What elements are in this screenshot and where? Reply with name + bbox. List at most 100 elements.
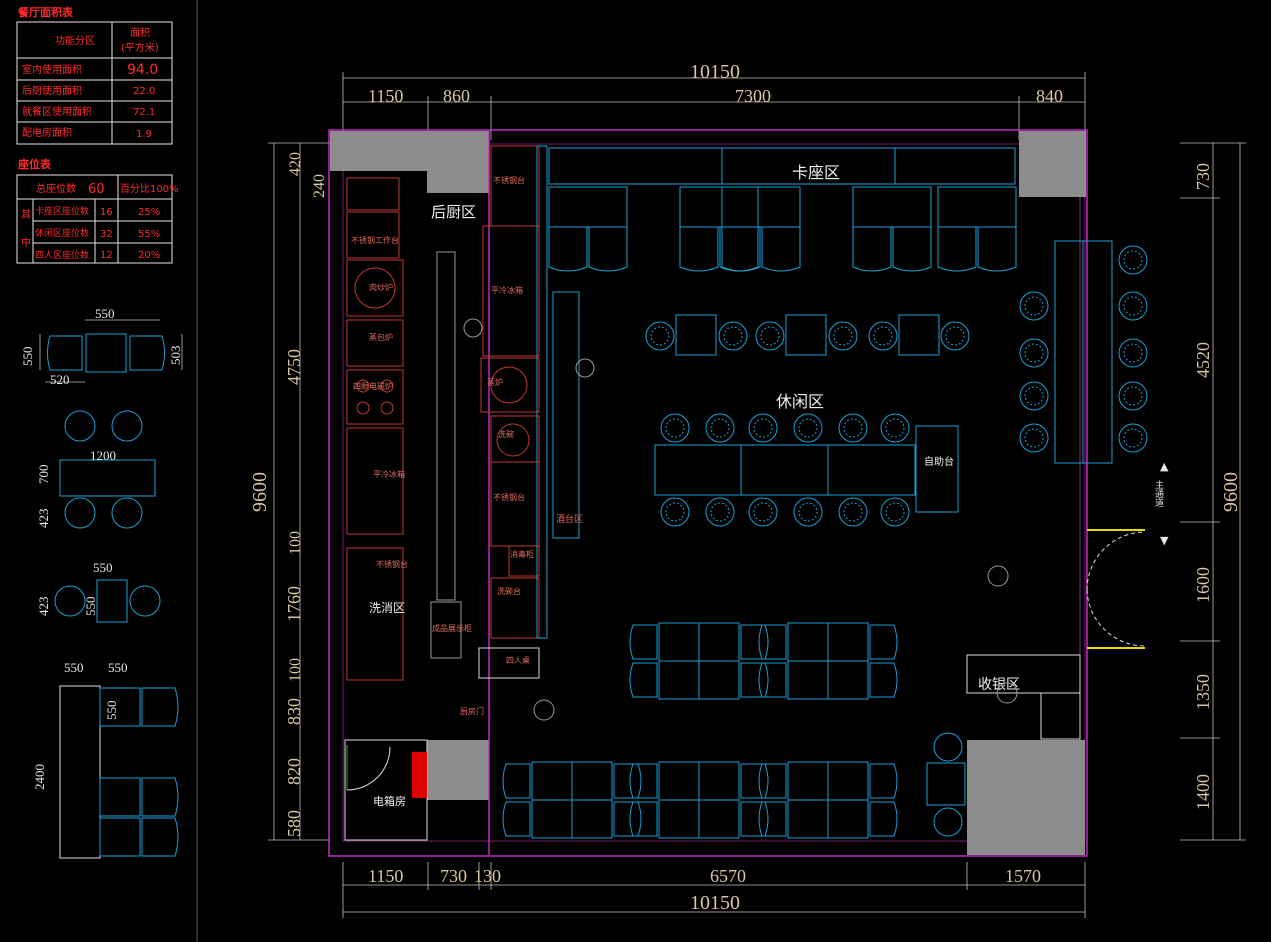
legend-stool <box>111 410 143 442</box>
stool <box>793 413 823 443</box>
kitchen-counter <box>346 211 400 259</box>
kitchen-counter <box>490 145 540 227</box>
legend-table <box>99 687 141 727</box>
fridge <box>482 225 540 357</box>
person-icon <box>463 318 483 338</box>
legend-dim: 550 <box>64 660 84 675</box>
chair <box>679 226 719 272</box>
chair <box>548 226 588 272</box>
stool <box>748 497 778 527</box>
sterilizer <box>508 545 540 577</box>
equip-label: 平冷冰箱 <box>373 469 405 479</box>
dimension-bottom: 1150 730 130 6570 1570 10150 <box>342 862 1086 918</box>
entrance[interactable]: ▲ ▼ 主通道 <box>1086 460 1169 649</box>
stool-pattern <box>1024 428 1044 448</box>
equip-label: 厨房门 <box>460 706 484 716</box>
seat-row-count: 16 <box>100 207 113 218</box>
legend-table <box>59 459 156 497</box>
area-row-value: 22.0 <box>133 86 155 97</box>
column <box>427 740 489 800</box>
electrical-panel <box>412 752 427 798</box>
zone-label-booth: 卡座区 <box>792 163 840 182</box>
bar-area: 酒台区 <box>536 145 583 639</box>
stool <box>1019 423 1049 453</box>
stool-pattern <box>753 418 773 438</box>
legend-table <box>96 579 128 623</box>
legend-chair <box>141 777 179 817</box>
seat-side-label: 中 <box>21 236 31 249</box>
dimension-right: 730 4520 1600 1350 1400 9600 <box>1180 142 1246 841</box>
zone-label-bar: 酒台区 <box>556 513 583 525</box>
legend-dim: 550 <box>93 560 113 575</box>
zone-label-power-room: 电箱房 <box>373 794 406 808</box>
chair <box>613 801 642 837</box>
stool-pattern <box>760 326 780 346</box>
dim-top: 7300 <box>735 86 771 106</box>
stool-pattern <box>1024 386 1044 406</box>
induction-cooker <box>346 369 404 425</box>
chair <box>758 801 787 837</box>
area-header-unit: (平方米) <box>121 41 159 54</box>
chair <box>758 662 787 698</box>
stool <box>1118 291 1148 321</box>
dim-bottom-total: 10150 <box>690 892 740 914</box>
legend-dim: 423 <box>36 597 51 617</box>
stool-pattern <box>1123 428 1143 448</box>
legend-stool <box>54 585 86 617</box>
self-service-counter <box>915 425 959 513</box>
column <box>427 131 489 193</box>
stool-pattern <box>873 326 893 346</box>
equip-label: 不锈钢台 <box>376 559 408 569</box>
stool-pattern <box>1123 343 1143 363</box>
dim-left: 100 <box>287 531 304 555</box>
chair <box>502 801 531 837</box>
legend-two-stool: 550 423 550 <box>36 560 161 623</box>
dim-left: 4750 <box>284 349 304 385</box>
steam-oven <box>490 415 540 463</box>
stool <box>748 413 778 443</box>
chair <box>629 662 658 698</box>
zone-label-kitchen: 后厨区 <box>431 203 476 221</box>
dimension-top: 10150 1150 860 7300 840 <box>342 61 1086 140</box>
legend-stool <box>64 497 96 529</box>
fridge <box>346 427 404 535</box>
person-icon <box>575 358 595 378</box>
counter <box>478 647 540 679</box>
arrow-down-icon: ▼ <box>1160 534 1169 547</box>
seat-side-label: 其 <box>21 209 31 221</box>
seat-table-title: 座位表 <box>17 157 52 171</box>
area-table: 餐厅面积表 功能分区 面积 (平方米) 室内使用面积 94.0 后厨使用面积 2… <box>16 5 173 145</box>
dim-top: 1150 <box>368 86 403 106</box>
stool-pattern <box>1024 296 1044 316</box>
dimension-left: 9600 420 240 4750 100 1760 100 830 820 5… <box>249 142 330 841</box>
booth-table <box>679 186 759 228</box>
area-header-func: 功能分区 <box>55 34 95 47</box>
stool <box>1019 338 1049 368</box>
kitchen-counter <box>346 177 400 211</box>
bar-counter <box>552 291 580 539</box>
booth-bench <box>548 147 1016 185</box>
long-table <box>654 444 916 496</box>
window-bar <box>1019 240 1148 464</box>
dim-right: 730 <box>1193 163 1213 190</box>
stool <box>1118 423 1148 453</box>
legend-two-seat: 550 550 503 520 <box>20 306 183 387</box>
stool <box>718 321 748 351</box>
stool-pattern <box>665 502 685 522</box>
stool <box>1118 381 1148 411</box>
dim-top: 860 <box>443 86 470 106</box>
seat-row-count: 32 <box>100 229 113 240</box>
area-row-name: 后厨使用面积 <box>22 84 82 97</box>
chair <box>758 763 787 799</box>
seat-pct-label: 百分比100% <box>120 183 179 195</box>
dim-bottom: 1150 <box>368 866 403 886</box>
chair <box>719 226 759 272</box>
person-icon <box>533 699 555 721</box>
legend-booth: 550 550 2400 550 <box>32 660 179 859</box>
chair <box>740 763 769 799</box>
stool-pattern <box>665 418 685 438</box>
column <box>330 131 427 171</box>
seat-row-count: 12 <box>100 250 113 261</box>
legend-chair <box>47 335 83 371</box>
dishwasher <box>480 357 540 413</box>
